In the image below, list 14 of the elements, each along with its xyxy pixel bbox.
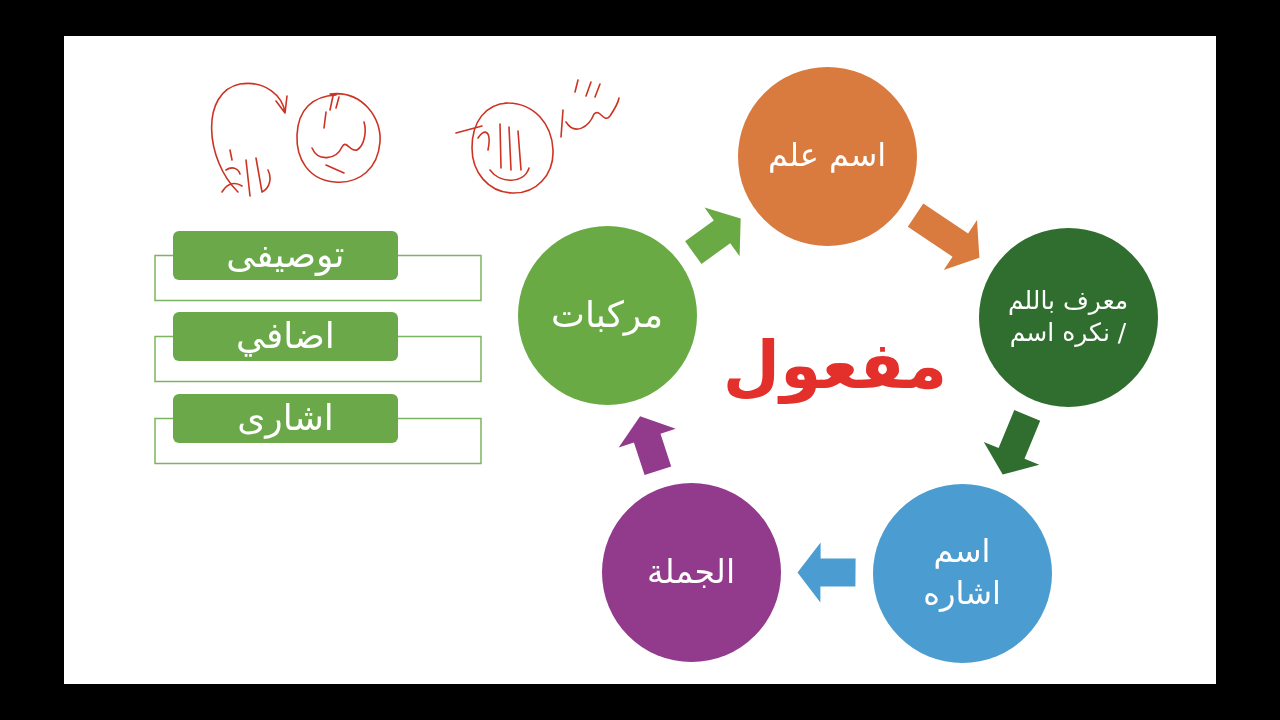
cycle-arrow — [907, 203, 980, 270]
list-box: اضافي — [173, 312, 398, 361]
list-box: اشارى — [173, 394, 398, 443]
cycle-circle: اسم اشاره — [872, 483, 1052, 663]
cycle-circle: مركبات — [517, 225, 697, 405]
center-title: مفعول — [722, 326, 948, 406]
cycle-arrow — [797, 542, 856, 603]
cycle-arrow — [685, 207, 741, 264]
cycle-circle: اسم علم — [737, 66, 917, 246]
cycle-arrow — [618, 416, 676, 476]
list-box: توصيفى — [173, 231, 398, 280]
cycle-arrow — [983, 410, 1041, 475]
cycle-circle: معرف باللم / نكره اسم — [978, 227, 1158, 407]
cycle-circle: الجملة — [601, 482, 781, 662]
